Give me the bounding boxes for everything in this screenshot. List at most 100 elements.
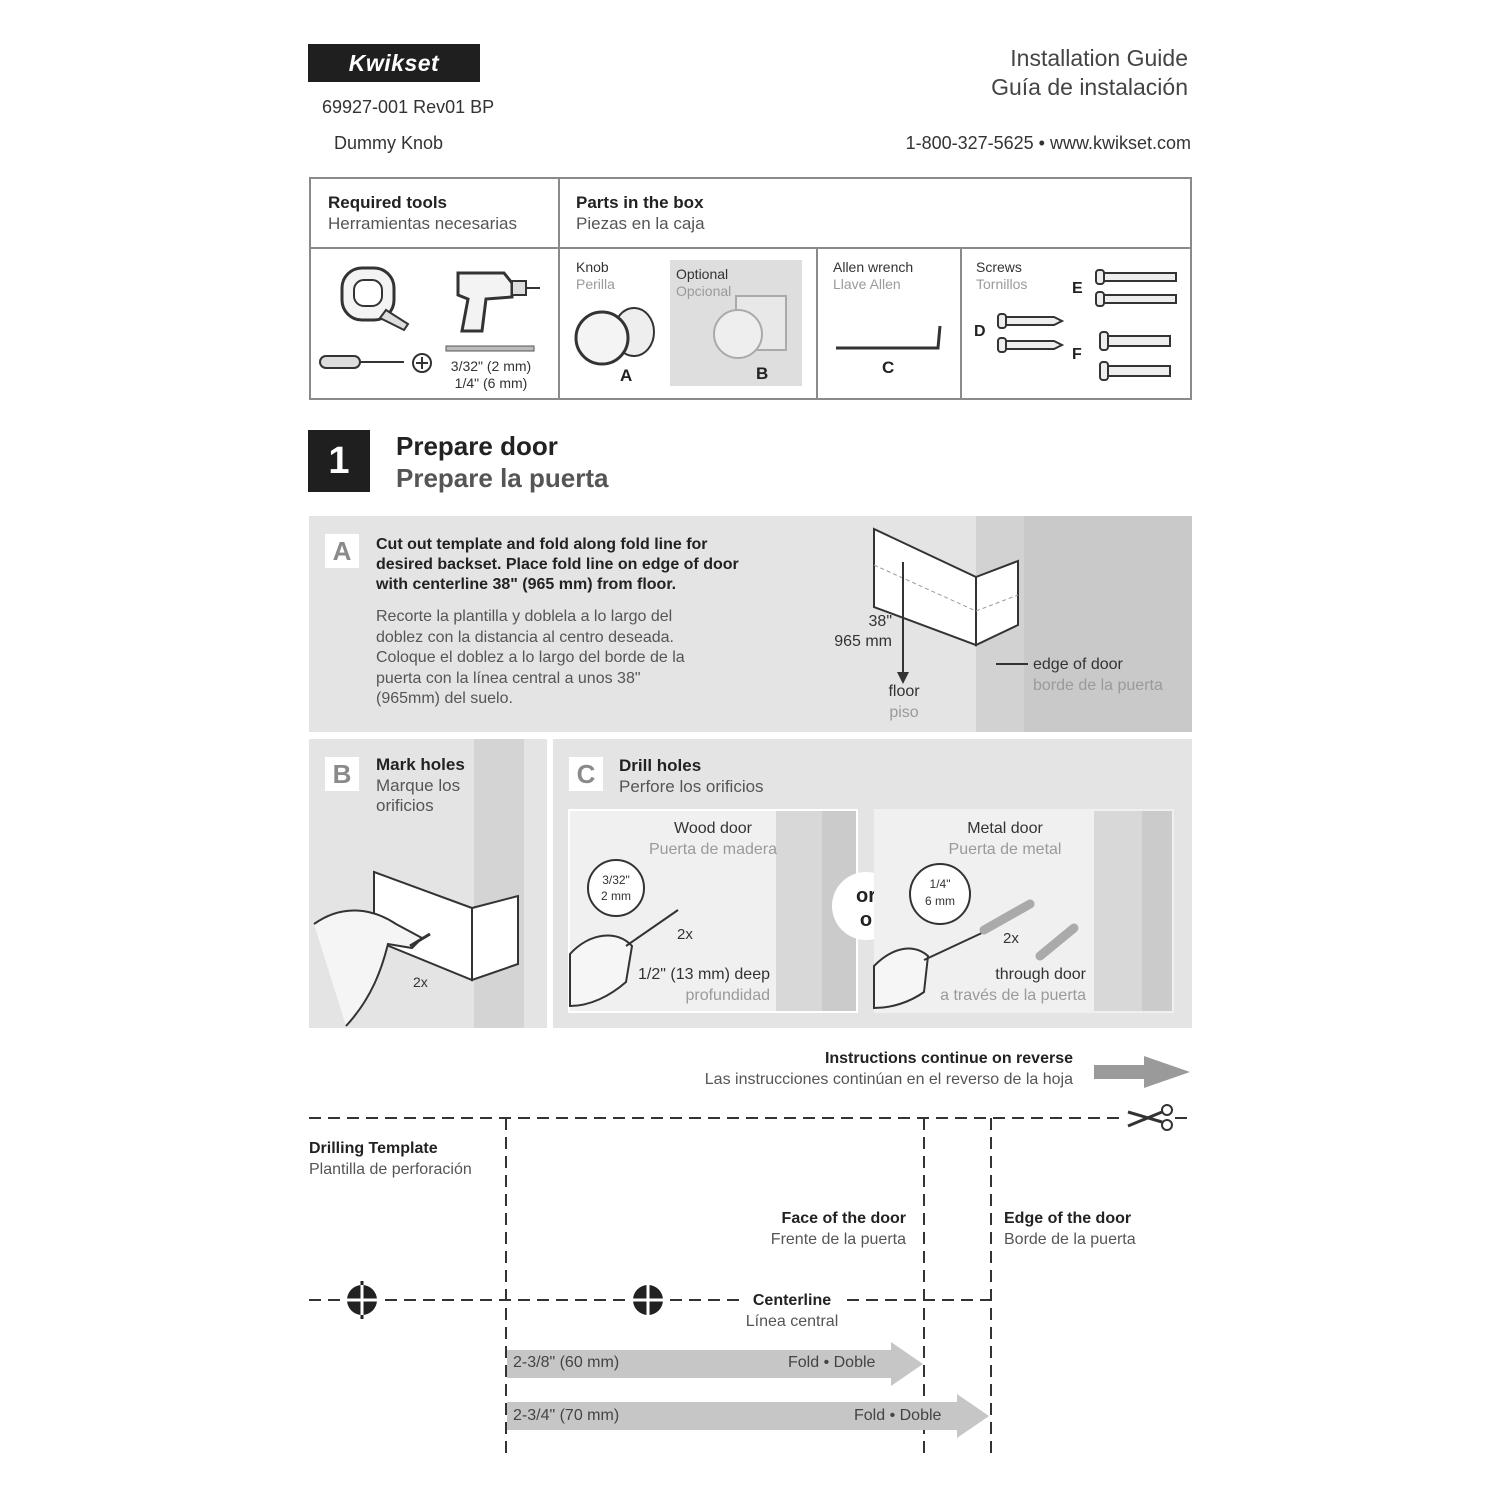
cut-line <box>309 1117 1192 1119</box>
height-measure: 38" 965 mm <box>826 612 892 652</box>
height-measure-mm: 965 mm <box>834 633 892 650</box>
optional-rose-knob-icon <box>713 295 787 359</box>
screw-letter-f: F <box>1072 346 1082 363</box>
step-a-letter: A <box>325 534 359 568</box>
drill-bit-sizes: 3/32" (2 mm) 1/4" (6 mm) <box>446 358 536 392</box>
step-a-text-en: Cut out template and fold along fold lin… <box>376 536 739 593</box>
centerline-label: Centerline Línea central <box>738 1290 846 1332</box>
step-title: Prepare door Prepare la puerta <box>396 430 608 494</box>
metal-bit-size-in: 1/4" <box>929 877 951 891</box>
box-divider <box>558 177 560 400</box>
metal-bit-size: 1/4" 6 mm <box>909 876 971 910</box>
box-divider <box>960 248 962 400</box>
backset-70-fold-label: Fold • Doble <box>854 1407 942 1424</box>
face-of-door-label-es: Frente de la puerta <box>770 1231 906 1248</box>
box-divider <box>309 247 1192 249</box>
wood-bit-size: 3/32" 2 mm <box>587 872 645 904</box>
wood-door-label: Wood door Puerta de madera <box>618 819 808 860</box>
wood-drill-illustration <box>569 909 679 1008</box>
knob-label-es: Perilla <box>576 276 615 292</box>
edge-of-door-label-en: edge of door <box>1033 656 1123 673</box>
crosshair-icon <box>629 1281 667 1319</box>
step-title-band <box>370 430 1190 510</box>
wood-hole-count: 2x <box>677 926 693 943</box>
optional-label-es: Opcional <box>676 283 732 299</box>
knob-label: Knob Perilla <box>576 259 615 293</box>
wood-bit-size-callout <box>587 859 645 917</box>
metal-door-label: Metal door Puerta de metal <box>910 819 1100 860</box>
backset-60-arrow <box>507 1342 923 1386</box>
backset-70-label: 2-3/4" (70 mm) <box>513 1407 620 1424</box>
guide-title: Installation Guide Guía de instalación <box>991 44 1188 102</box>
step-b-title-es: Marque los orificios <box>376 775 461 816</box>
metal-through-label: through door a través de la puerta <box>930 964 1086 1006</box>
guide-title-en: Installation Guide <box>1010 45 1188 71</box>
metal-hole-count: 2x <box>1003 930 1019 947</box>
allen-wrench-letter: C <box>882 358 895 377</box>
box-divider <box>816 248 818 400</box>
drill-bit-size-2: 1/4" (6 mm) <box>454 375 528 391</box>
step-b-title: Mark holes Marque los orificios <box>376 755 476 817</box>
backset-60-fold-label: Fold • Doble <box>788 1354 876 1371</box>
step-b-title-en: Mark holes <box>376 755 465 774</box>
tools-heading-en: Required tools <box>328 193 448 212</box>
step-a-text-es: Recorte la plantilla y doblela a lo larg… <box>376 608 685 707</box>
template-title-es: Plantilla de perforación <box>309 1161 472 1178</box>
parts-heading: Parts in the box Piezas en la caja <box>576 192 705 234</box>
parts-heading-es: Piezas en la caja <box>576 214 705 233</box>
knob-label-en: Knob <box>576 259 609 275</box>
backset-70-arrow <box>507 1394 989 1438</box>
screw-letter-e: E <box>1072 280 1083 297</box>
tools-heading-es: Herramientas necesarias <box>328 214 517 233</box>
wood-door-edge <box>776 811 822 1011</box>
wood-door-label-en: Wood door <box>674 820 752 837</box>
screw-letter-d: D <box>974 323 986 340</box>
product-name: Dummy Knob <box>334 133 444 153</box>
step-c-title-es: Perfore los orificios <box>619 777 764 796</box>
wood-depth-label-en: 1/2" (13 mm) deep <box>638 966 770 983</box>
drill-bit-icon <box>445 345 535 352</box>
metal-bit-size-callout <box>909 863 971 925</box>
floor-label: floor piso <box>872 681 936 723</box>
or-label-es: o <box>859 909 873 931</box>
height-measure-in: 38" <box>868 613 892 630</box>
door-face-shade <box>1024 516 1192 732</box>
floor-label-es: piso <box>889 704 919 721</box>
step-b-letter: B <box>325 757 359 791</box>
template-title: Drilling Template Plantilla de perforaci… <box>309 1138 472 1180</box>
knob-icon <box>574 307 655 366</box>
centerline-label-es: Línea central <box>745 1313 839 1330</box>
step-c-title: Drill holes Perfore los orificios <box>619 755 764 797</box>
metal-door-face <box>1142 811 1172 1011</box>
edge-of-door-label: edge of door borde de la puerta <box>1033 654 1163 696</box>
step-c-letter: C <box>569 757 603 791</box>
power-drill-icon <box>456 271 540 333</box>
continue-note-en: Instructions continue on reverse <box>824 1050 1073 1067</box>
height-arrow <box>897 562 909 684</box>
tools-parts-box <box>309 177 1192 400</box>
centerline-label-en: Centerline <box>752 1292 832 1309</box>
optional-letter: B <box>756 364 769 383</box>
tape-measure-icon <box>340 266 410 332</box>
optional-label: Optional Opcional <box>676 266 731 300</box>
step-c-title-en: Drill holes <box>619 756 702 775</box>
edge-of-door-template-label-es: Borde de la puerta <box>1004 1231 1136 1248</box>
knob-letter: A <box>620 366 633 385</box>
face-of-door-label-en: Face of the door <box>781 1210 906 1227</box>
optional-label-en: Optional <box>676 266 729 282</box>
screws-label: Screws Tornillos <box>976 259 1027 293</box>
allen-wrench-icon <box>836 325 942 350</box>
continue-arrow-icon <box>1094 1056 1190 1088</box>
parts-heading-en: Parts in the box <box>576 193 704 212</box>
wood-depth-label-es: profundidad <box>685 987 770 1004</box>
wood-bit-size-mm: 2 mm <box>601 889 631 903</box>
floor-label-en: floor <box>888 683 920 700</box>
scissors-icon <box>1127 1104 1173 1131</box>
screws-label-en: Screws <box>976 259 1022 275</box>
allen-wrench-label-es: Llave Allen <box>833 276 901 292</box>
metal-through-label-en: through door <box>995 966 1086 983</box>
face-of-door-label: Face of the door Frente de la puerta <box>771 1208 906 1250</box>
wood-door-label-es: Puerta de madera <box>648 840 778 858</box>
step-title-en: Prepare door <box>396 431 558 461</box>
or-label: or o <box>832 884 900 932</box>
